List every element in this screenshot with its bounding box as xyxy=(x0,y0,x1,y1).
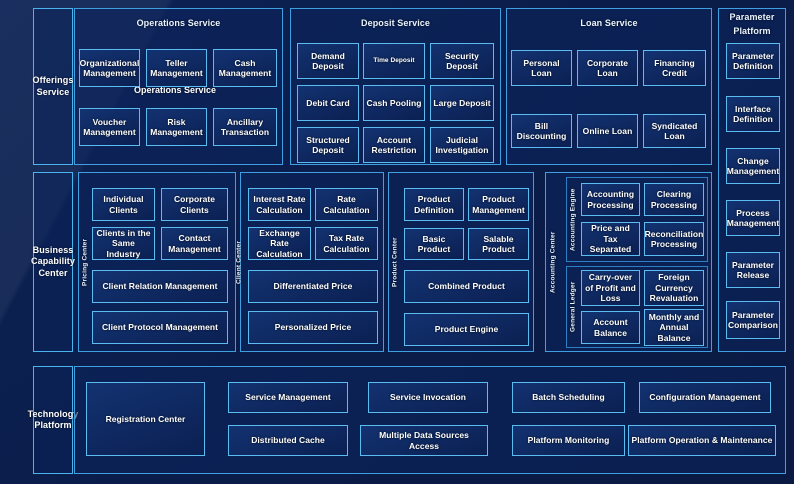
cell-distributed-cache[interactable]: Distributed Cache xyxy=(228,425,348,456)
cell-rate-calculation[interactable]: Rate Calculation xyxy=(315,188,378,221)
group-pricing-center-label: Pricing Center xyxy=(81,238,89,287)
cell-risk-management[interactable]: Risk Management xyxy=(146,108,207,146)
cell-personal-loan[interactable]: Personal Loan xyxy=(511,50,572,86)
cell-organizational-management[interactable]: Organizational Management xyxy=(79,49,140,87)
cell-platform-operation-and-maintenance[interactable]: Platform Operation & Maintenance xyxy=(628,425,776,456)
cell-time-deposit[interactable]: Time Deposit xyxy=(363,43,425,79)
cell-debit-card[interactable]: Debit Card xyxy=(297,85,359,121)
cell-registration-center[interactable]: Registration Center xyxy=(86,382,205,456)
cell-carry-over-of-profit-and-loss[interactable]: Carry-over of Profit and Loss xyxy=(581,270,640,306)
cell-client-protocol-management[interactable]: Client Protocol Management xyxy=(92,311,228,344)
cell-price-and-tax-separated[interactable]: Price and Tax Separated xyxy=(581,222,640,256)
cell-differentiated-price[interactable]: Differentiated Price xyxy=(248,270,378,303)
cell-account-balance[interactable]: Account Balance xyxy=(581,311,640,344)
cell-online-loan[interactable]: Online Loan xyxy=(577,114,638,148)
cell-service-management[interactable]: Service Management xyxy=(228,382,348,413)
cell-financing-credit[interactable]: Financing Credit xyxy=(643,50,706,86)
cell-configuration-management[interactable]: Configuration Management xyxy=(639,382,771,413)
cell-security-deposit[interactable]: Security Deposit xyxy=(430,43,494,79)
parameter-platform-title-line2: Platform xyxy=(733,26,771,36)
cell-tax-rate-calculation[interactable]: Tax Rate Calculation xyxy=(315,227,378,260)
cell-individual-clients[interactable]: Individual Clients xyxy=(92,188,155,221)
group-client-center-label: Client Center xyxy=(235,240,243,285)
cell-client-relation-management[interactable]: Client Relation Management xyxy=(92,270,228,303)
cell-teller-management[interactable]: Teller Management xyxy=(146,49,207,87)
cell-bill-discounting[interactable]: Bill Discounting xyxy=(511,114,572,148)
group-loan-service-title: Loan Service xyxy=(580,18,638,28)
layer-label-offerings: Offerings Service xyxy=(33,8,73,165)
cell-corporate-loan[interactable]: Corporate Loan xyxy=(577,50,638,86)
cell-syndicated-loan[interactable]: Syndicated Loan xyxy=(643,114,706,148)
cell-account-restriction[interactable]: Account Restriction xyxy=(363,127,425,163)
cell-interface-definition[interactable]: Interface Definition xyxy=(726,96,780,132)
cell-change-management[interactable]: Change Management xyxy=(726,148,780,184)
parameter-platform-title-line1: Parameter xyxy=(729,12,775,22)
cell-clearing-processing[interactable]: Clearing Processing xyxy=(644,183,704,216)
layer-label-business-capability: Business Capability Center xyxy=(31,172,76,352)
cell-product-engine[interactable]: Product Engine xyxy=(404,313,529,346)
cell-batch-scheduling[interactable]: Batch Scheduling xyxy=(512,382,625,413)
cell-parameter-comparison[interactable]: Parameter Comparison xyxy=(726,301,780,339)
cell-parameter-definition[interactable]: Parameter Definition xyxy=(726,43,780,79)
cell-parameter-release[interactable]: Parameter Release xyxy=(726,252,780,288)
cell-product-management[interactable]: Product Management xyxy=(468,188,529,221)
cell-personalized-price[interactable]: Personalized Price xyxy=(248,311,378,344)
cell-cash-management[interactable]: Cash Management xyxy=(213,49,277,87)
layer-label-offerings-text: Offerings Service xyxy=(32,75,74,97)
layer-label-technology-platform: Technology Platform xyxy=(28,366,78,474)
group-operations-service-title: Operations Service xyxy=(136,18,221,28)
cell-contact-management[interactable]: Contact Management xyxy=(161,227,228,260)
cell-cash-pooling[interactable]: Cash Pooling xyxy=(363,85,425,121)
cell-platform-monitoring[interactable]: Platform Monitoring xyxy=(512,425,625,456)
cell-judicial-investigation[interactable]: Judicial Investigation xyxy=(430,127,494,163)
cell-foreign-currency-revaluation[interactable]: Foreign Currency Revaluation xyxy=(644,270,704,306)
cell-corporate-clients[interactable]: Corporate Clients xyxy=(161,188,228,221)
cell-salable-product[interactable]: Salable Product xyxy=(468,228,529,260)
subgroup-accounting-engine-label: Accounting Engine xyxy=(569,188,577,251)
cell-ancillary-transaction[interactable]: Ancillary Transaction xyxy=(213,108,277,146)
cell-basic-product[interactable]: Basic Product xyxy=(404,228,464,260)
layer-label-technology-platform-text: Technology Platform xyxy=(27,408,79,430)
group-deposit-service-title: Deposit Service xyxy=(360,18,431,28)
group-operations-service-subtitle: Operations Service xyxy=(134,85,217,95)
cell-combined-product[interactable]: Combined Product xyxy=(404,270,529,303)
cell-accounting-processing[interactable]: Accounting Processing xyxy=(581,183,640,216)
cell-reconciliation-processing[interactable]: Reconciliation Processing xyxy=(644,222,704,256)
cell-interest-rate-calculation[interactable]: Interest Rate Calculation xyxy=(248,188,311,221)
group-product-center-label: Product Center xyxy=(391,237,399,288)
layer-label-business-capability-text: Business Capability Center xyxy=(31,245,76,278)
cell-monthly-and-annual-balance[interactable]: Monthly and Annual Balance xyxy=(644,309,704,346)
cell-process-management[interactable]: Process Management xyxy=(726,200,780,236)
cell-service-invocation[interactable]: Service Invocation xyxy=(368,382,488,413)
cell-multiple-data-sources-access[interactable]: Multiple Data Sources Access xyxy=(360,425,488,456)
subgroup-general-ledger-label: General Ledger xyxy=(569,281,577,333)
cell-demand-deposit[interactable]: Demand Deposit xyxy=(297,43,359,79)
group-accounting-center-label: Accounting Center xyxy=(549,231,557,294)
cell-clients-in-the-same-industry[interactable]: Clients in the Same Industry xyxy=(92,227,155,260)
cell-exchange-rate-calculation[interactable]: Exchange Rate Calculation xyxy=(248,227,311,260)
cell-product-definition[interactable]: Product Definition xyxy=(404,188,464,221)
cell-structured-deposit[interactable]: Structured Deposit xyxy=(297,127,359,163)
cell-voucher-management[interactable]: Voucher Management xyxy=(79,108,140,146)
cell-large-deposit[interactable]: Large Deposit xyxy=(430,85,494,121)
